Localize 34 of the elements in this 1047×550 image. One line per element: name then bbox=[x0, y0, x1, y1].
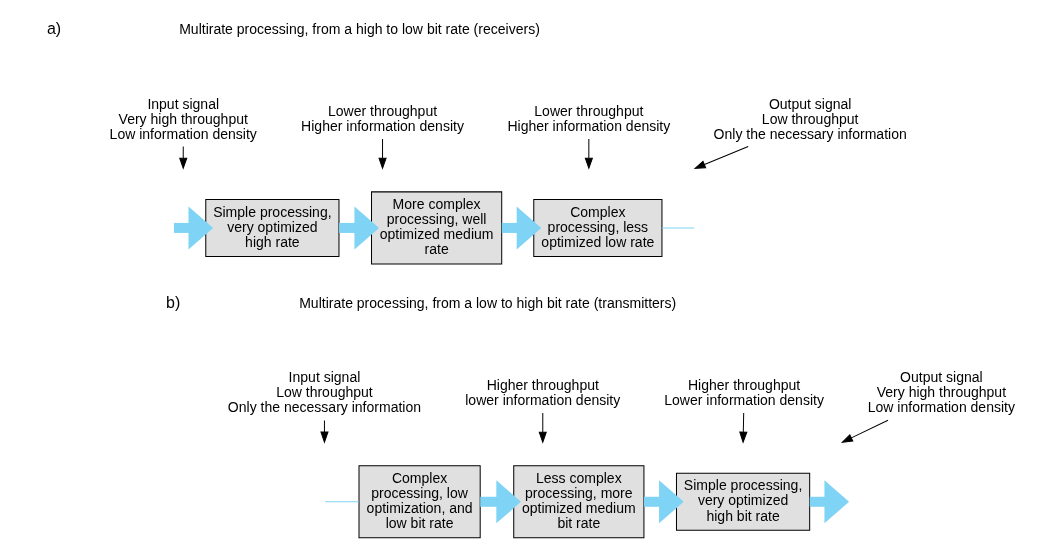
arrow bbox=[173, 206, 213, 250]
node-box: Simple processing, very optimized high rate bbox=[204, 198, 339, 257]
connector bbox=[661, 227, 695, 229]
node-text: Input signal Very high throughput Low information density bbox=[109, 95, 257, 142]
node-box: Complex processing, less optimized low rate bbox=[532, 198, 662, 257]
connector bbox=[324, 501, 359, 503]
label: b) bbox=[165, 292, 180, 311]
node-text: Output signal Low throughput Only the necessary information bbox=[713, 95, 907, 142]
arrow bbox=[178, 146, 187, 169]
label: Multirate processing, from a low to high bit rate (transmitters) bbox=[298, 294, 676, 311]
node-text: Input signal Low throughput Only the necessary information bbox=[227, 369, 421, 416]
node-text: Lower throughput Higher information density bbox=[300, 103, 464, 135]
arrow bbox=[643, 480, 684, 524]
node-text: Higher throughput lower information density bbox=[464, 376, 620, 408]
arrow bbox=[378, 138, 387, 169]
node-box: Complex processing, low optimization, and low bit rate bbox=[358, 465, 481, 539]
arrow bbox=[809, 480, 849, 524]
arrow bbox=[841, 419, 888, 443]
node-box: Less complex processing, more optimized medium bit rate bbox=[512, 465, 644, 539]
node-text: Lower throughput Higher information density bbox=[506, 103, 670, 135]
node-text: Output signal Very high throughput Low information density bbox=[867, 369, 1015, 416]
arrow bbox=[538, 412, 547, 443]
arrow bbox=[501, 206, 541, 250]
arrow bbox=[584, 138, 593, 169]
arrow bbox=[479, 480, 521, 524]
arrow bbox=[338, 206, 379, 250]
arrow bbox=[694, 145, 749, 169]
node-box: Simple processing, very optimized high bit rate bbox=[675, 472, 810, 531]
label: Multirate processing, from a high to low bit rate (receivers) bbox=[178, 20, 540, 37]
node-text: Higher throughput Lower information density bbox=[663, 376, 824, 408]
arrow bbox=[738, 412, 747, 443]
arrow bbox=[319, 419, 328, 443]
label: a) bbox=[46, 19, 61, 37]
node-box: More complex processing, well optimized medium rate bbox=[370, 191, 502, 265]
